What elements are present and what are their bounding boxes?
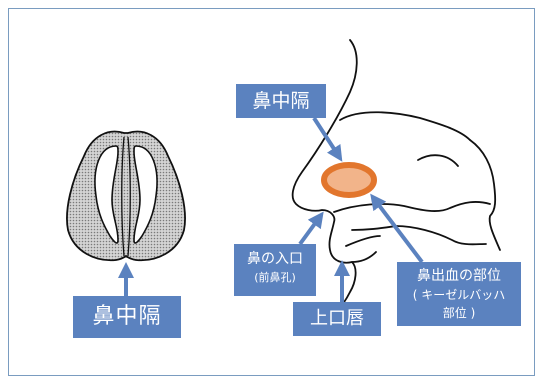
label-bleeding-site: 鼻出血の部位 ( キーゼルバッハ 部位 )	[397, 262, 521, 326]
label-bleeding-subtitle-1: ( キーゼルバッハ	[412, 288, 506, 302]
nostril-bottom-view	[66, 130, 186, 262]
label-bleeding-subtitle-2: 部位 )	[442, 306, 476, 320]
nose-profile-view	[291, 39, 501, 313]
right-nostril	[133, 145, 158, 244]
palate-outline	[351, 225, 487, 246]
nose-base-outline	[66, 130, 186, 262]
nasal-cavity-top	[339, 111, 471, 141]
sinus-outline	[417, 154, 459, 167]
face-profile	[291, 39, 358, 313]
label-nostril-entrance: 鼻の入口 (前鼻孔)	[234, 244, 316, 296]
label-bleeding-title: 鼻出血の部位	[417, 268, 501, 284]
label-nasal-septum-left: 鼻中隔	[73, 296, 181, 338]
label-nostril-title: 鼻の入口	[247, 251, 303, 267]
label-nostril-subtitle: (前鼻孔)	[254, 271, 296, 284]
label-upper-lip: 上口唇	[293, 302, 381, 336]
kiesselbach-area	[321, 162, 377, 198]
arrow-septum-right	[312, 116, 343, 162]
arrow-nostril	[298, 211, 324, 246]
septum-line	[121, 136, 131, 257]
label-nasal-septum-right: 鼻中隔	[236, 84, 326, 118]
arrow-bleeding-site	[370, 193, 424, 264]
pharynx-outline	[469, 139, 501, 251]
left-nostril	[94, 145, 119, 244]
mouth-outline	[345, 235, 381, 263]
nasal-cavity-floor	[333, 201, 491, 213]
